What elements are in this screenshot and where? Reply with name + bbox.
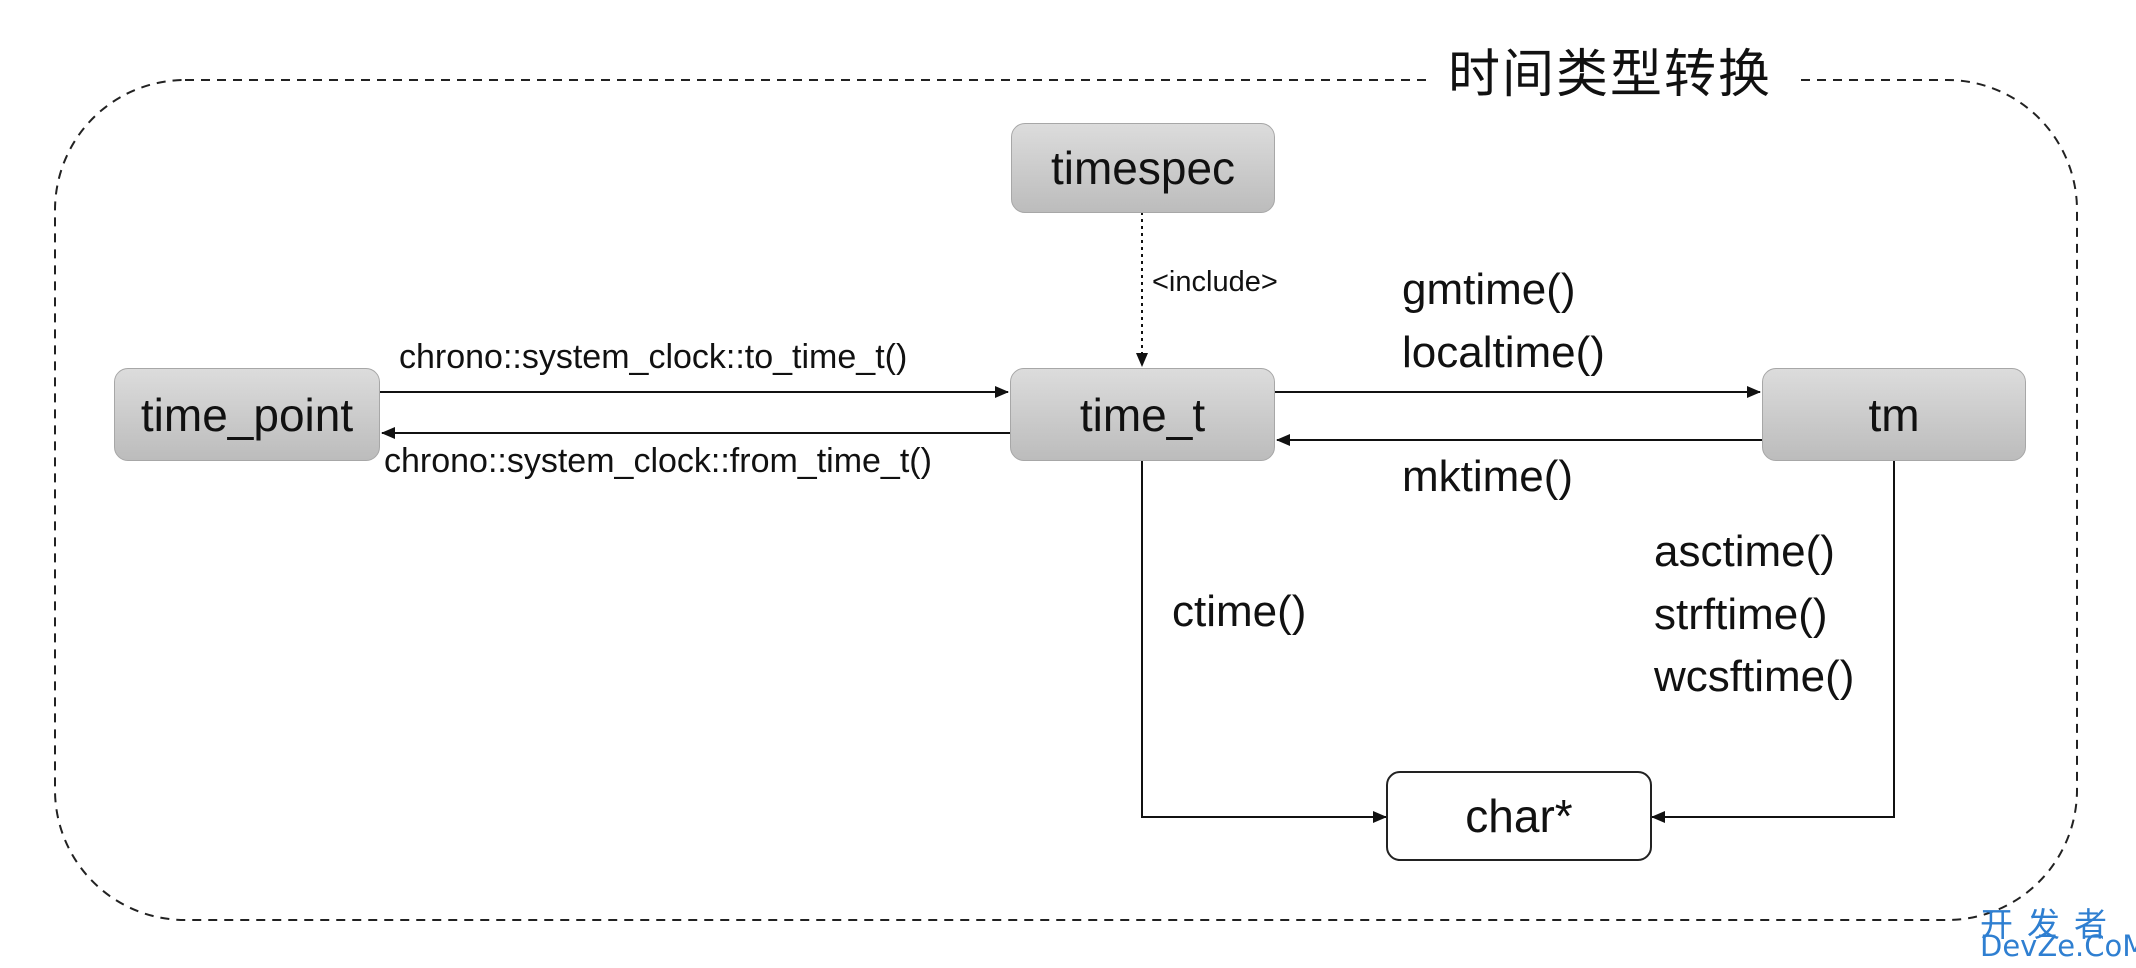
label-ctime: ctime() (1172, 587, 1307, 636)
edge-asctime (1651, 461, 1895, 823)
label-strftime: strftime() (1654, 590, 1828, 639)
label-asctime: asctime() (1654, 527, 1835, 576)
node-char-ptr: char* (1386, 771, 1652, 861)
label-wcsftime: wcsftime() (1654, 652, 1855, 701)
label-mktime: mktime() (1402, 452, 1574, 501)
node-tm: tm (1762, 368, 2026, 461)
node-time-t: time_t (1010, 368, 1275, 461)
diagram-title: 时间类型转换 (1426, 32, 1795, 107)
edge-ctime (1141, 461, 1387, 823)
node-timespec: timespec (1011, 123, 1275, 213)
label-include: <include> (1152, 266, 1278, 298)
watermark-en: DevZe.CoM (1980, 929, 2136, 963)
label-localtime: localtime() (1402, 328, 1605, 377)
label-to-time-t: chrono::system_clock::to_time_t() (399, 338, 908, 376)
label-gmtime: gmtime() (1402, 265, 1576, 314)
group-boundary (54, 79, 2078, 921)
label-from-time-t: chrono::system_clock::from_time_t() (384, 442, 932, 480)
watermark-cn: 开发者 (1980, 905, 2121, 944)
node-time-point: time_point (114, 368, 380, 461)
